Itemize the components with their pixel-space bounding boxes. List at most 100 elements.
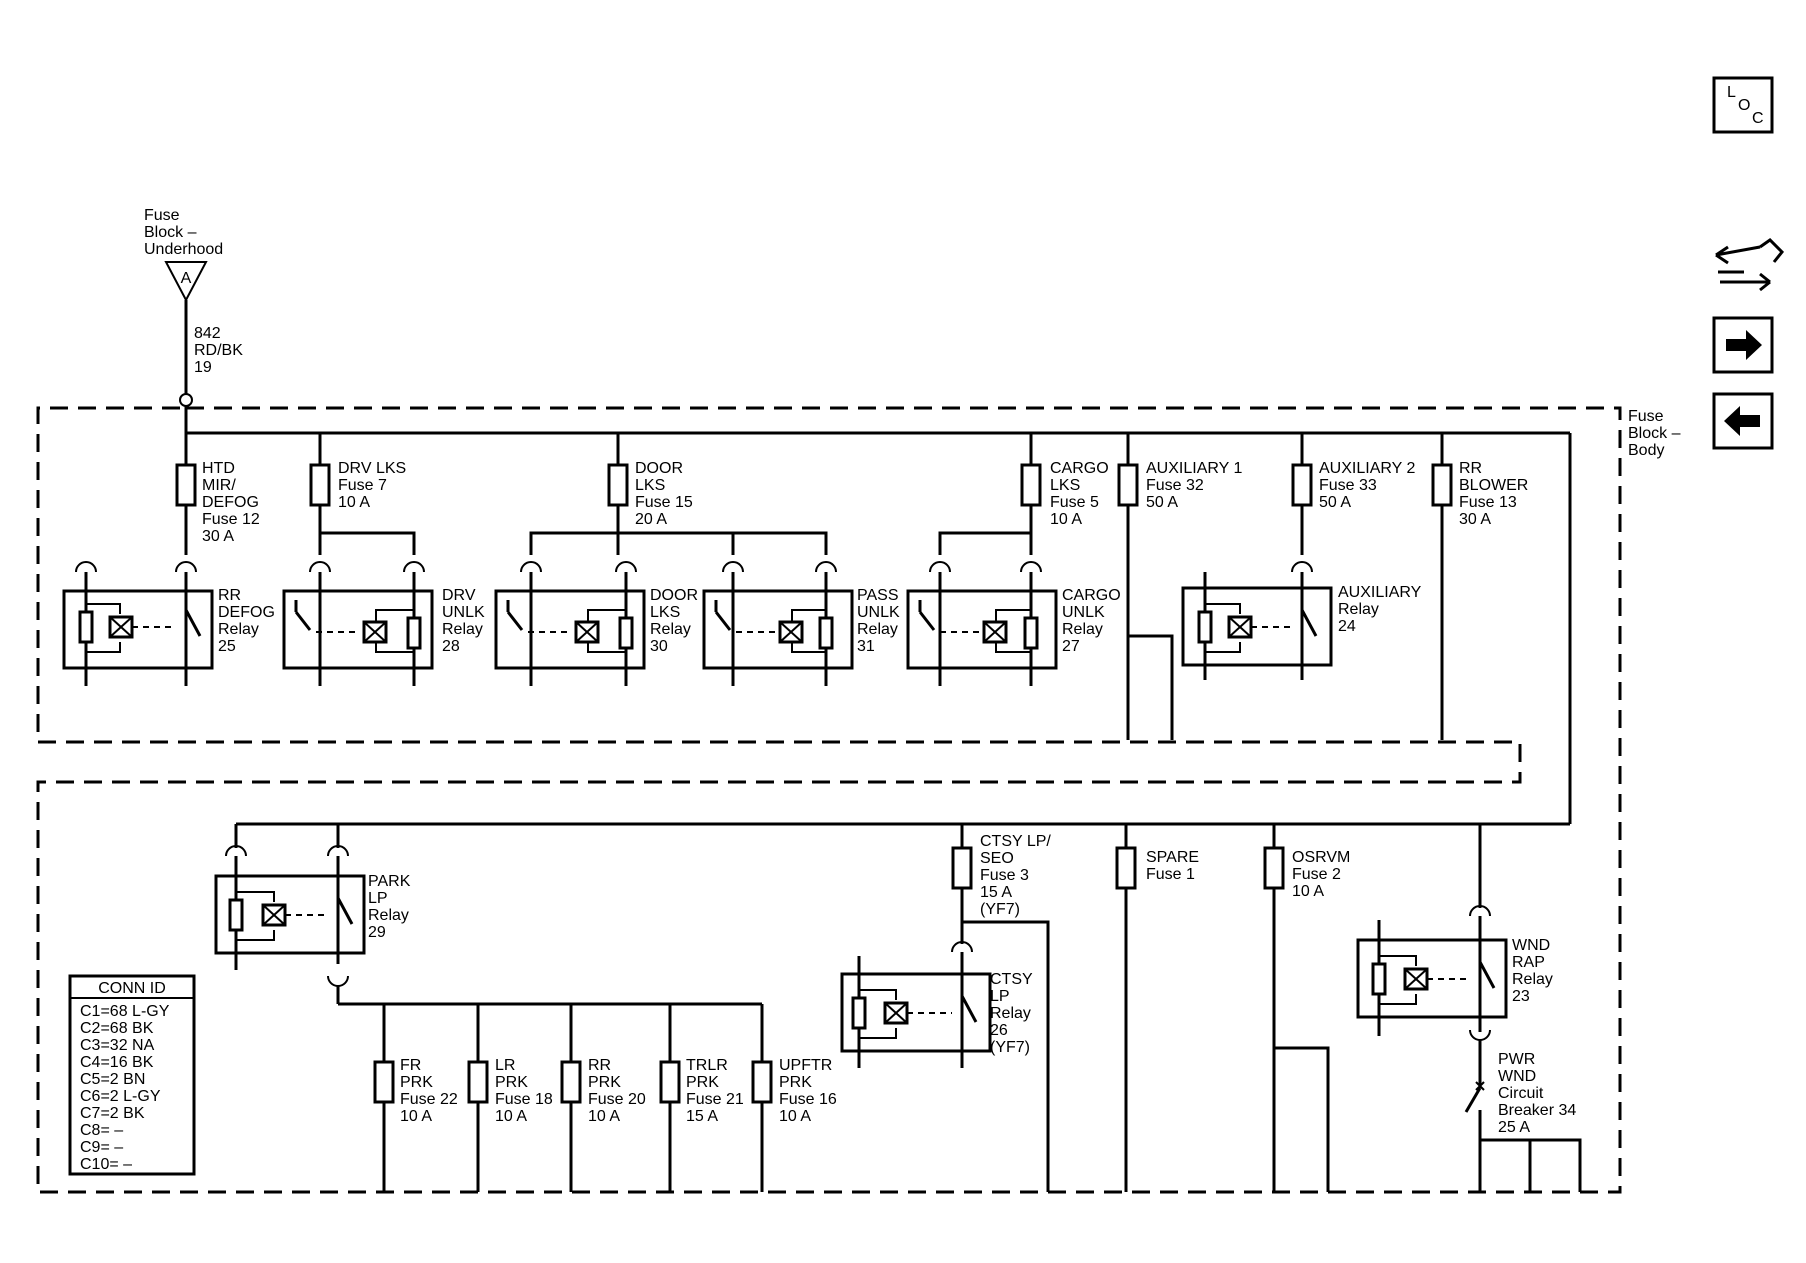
relay-25: RR DEFOG Relay 25 (62, 561, 275, 686)
fuse-block-outline: Fuse Block – Body (36, 406, 1681, 1194)
breaker-label-line: Breaker 34 (1498, 1102, 1576, 1119)
source-label-line: Underhood (144, 241, 223, 258)
fuse-icon (175, 463, 197, 507)
fuse-label-line: 10 A (779, 1108, 811, 1125)
resistor-icon (818, 616, 834, 650)
fuse-21: TRLR PRK Fuse 21 15 A (659, 1004, 744, 1192)
fuse-label-line: MIR/ (202, 477, 236, 494)
body-block-label-line: Fuse (1628, 408, 1664, 425)
fuse-label-line: LR (495, 1057, 515, 1074)
fuse-label-line: Fuse 32 (1146, 477, 1204, 494)
source-label-line: Block – (144, 224, 197, 241)
fuse-label-line: CARGO (1050, 460, 1109, 477)
component-locator-icon[interactable]: L O C (1712, 76, 1774, 134)
relay-label-line: CTSY (990, 971, 1033, 988)
breaker-label-line: WND (1498, 1068, 1536, 1085)
fuse-label-line: Fuse 20 (588, 1091, 646, 1108)
fuse-15: DOOR LKS Fuse 15 20 A (607, 460, 693, 533)
relay-label-line: Relay (857, 621, 898, 638)
fuse-20: RR PRK Fuse 20 10 A (560, 1004, 646, 1192)
breaker-label-line: 25 A (1498, 1119, 1530, 1136)
fuse-icon (1431, 463, 1453, 507)
relay-label-line: 26 (990, 1022, 1008, 1039)
fuse-label-line: 20 A (635, 511, 667, 528)
fuse-label-line: PRK (400, 1074, 433, 1091)
relay-label-line: LP (368, 890, 388, 907)
fuse-icon (1117, 463, 1139, 507)
fuse-label-line: 10 A (588, 1108, 620, 1125)
fuse-label-line: DOOR (635, 460, 683, 477)
conn-id-row: C3=32 NA (80, 1037, 155, 1054)
relay-label-line: 23 (1512, 988, 1530, 1005)
relay-box (494, 589, 646, 670)
fuse-icon (951, 846, 973, 890)
relay-26: CTSY LP Relay 26 (YF7) (840, 941, 1033, 1068)
fuse-label-line: Fuse 5 (1050, 494, 1099, 511)
fuse-label-line: (YF7) (980, 901, 1020, 918)
relay-label-line: LKS (650, 604, 680, 621)
fuse-2: OSRVM Fuse 2 10 A (1263, 824, 1350, 1192)
switch-contact-icon (1478, 961, 1496, 989)
fuse-label-line: OSRVM (1292, 849, 1350, 866)
relay-label-line: Relay (1338, 601, 1379, 618)
connector-triangle-icon (164, 261, 208, 303)
fuse-33: AUXILIARY 2 Fuse 33 50 A (1291, 460, 1415, 555)
wire-label-line: 19 (194, 359, 212, 376)
relay-label-line: 30 (650, 638, 668, 655)
relay-label-line: (YF7) (990, 1039, 1030, 1056)
relay-label-line: 31 (857, 638, 875, 655)
relay-label-line: PARK (368, 873, 411, 890)
relay-label-line: 28 (442, 638, 460, 655)
fuse-label-line: AUXILIARY 2 (1319, 460, 1415, 477)
fuse-18: LR PRK Fuse 18 10 A (467, 1004, 553, 1192)
relay-label-line: Relay (650, 621, 691, 638)
source-label-line: Fuse (144, 207, 180, 224)
relay-label-line: Relay (1512, 971, 1553, 988)
relay-23: WND RAP Relay 23 (1356, 824, 1553, 1041)
fuse-16: UPFTR PRK Fuse 16 10 A (751, 1004, 837, 1192)
conn-id-table: CONN ID C1=68 L-GY C2=68 BK C3=32 NA C4=… (68, 974, 196, 1176)
relay-label-line: AUXILIARY (1338, 584, 1422, 601)
relay-27: CARGO UNLK Relay 27 (906, 561, 1121, 686)
fuse-label-line: 30 A (1459, 511, 1491, 528)
fuse-label-line: PRK (495, 1074, 528, 1091)
fuse-label-line: Fuse 22 (400, 1091, 458, 1108)
relay-label-line: 24 (1338, 618, 1356, 635)
fuse-label-line: Fuse 12 (202, 511, 260, 528)
relay-label-line: DOOR (650, 587, 698, 604)
switch-contact-icon (714, 611, 732, 631)
conn-id-row: C4=16 BK (80, 1054, 154, 1071)
fuse-label-line: DEFOG (202, 494, 259, 511)
relay-label-line: WND (1512, 937, 1550, 954)
resistor-icon (618, 616, 634, 650)
fuse-label-line: 10 A (338, 494, 370, 511)
diagnostic-icon[interactable] (1715, 238, 1785, 292)
next-arrow-icon[interactable] (1712, 316, 1774, 374)
resistor-icon (851, 996, 867, 1030)
conn-id-title: CONN ID (98, 980, 166, 997)
fuse-12: HTD MIR/ DEFOG Fuse 12 30 A (175, 460, 260, 555)
switch-contact-icon (294, 611, 312, 631)
relay-label-line: UNLK (857, 604, 900, 621)
conn-id-row: C5=2 BN (80, 1071, 145, 1088)
fuse-label-line: Fuse 18 (495, 1091, 553, 1108)
fuse-label-line: 15 A (980, 884, 1012, 901)
underhood-source: Fuse Block – Underhood A 842 RD/BK 19 (144, 207, 243, 407)
fuse-icon (1291, 463, 1313, 507)
relay-label-line: CARGO (1062, 587, 1121, 604)
switch-contact-icon (184, 609, 202, 637)
fuse-label-line: BLOWER (1459, 477, 1528, 494)
previous-arrow-icon[interactable] (1712, 392, 1774, 450)
fuse-label-line: SPARE (1146, 849, 1199, 866)
resistor-icon (1023, 616, 1039, 650)
fuse-13: RR BLOWER Fuse 13 30 A (1431, 460, 1528, 740)
wire-label-line: 842 (194, 325, 221, 342)
fuse-label-line: Fuse 15 (635, 494, 693, 511)
fuse-5: CARGO LKS Fuse 5 10 A (1020, 460, 1109, 533)
relay-label-line: 25 (218, 638, 236, 655)
resistor-icon (1371, 962, 1387, 996)
relay-label-line: Relay (1062, 621, 1103, 638)
fuse-label-line: LKS (1050, 477, 1080, 494)
relay-label-line: LP (990, 988, 1010, 1005)
fuse-label-line: RR (588, 1057, 611, 1074)
